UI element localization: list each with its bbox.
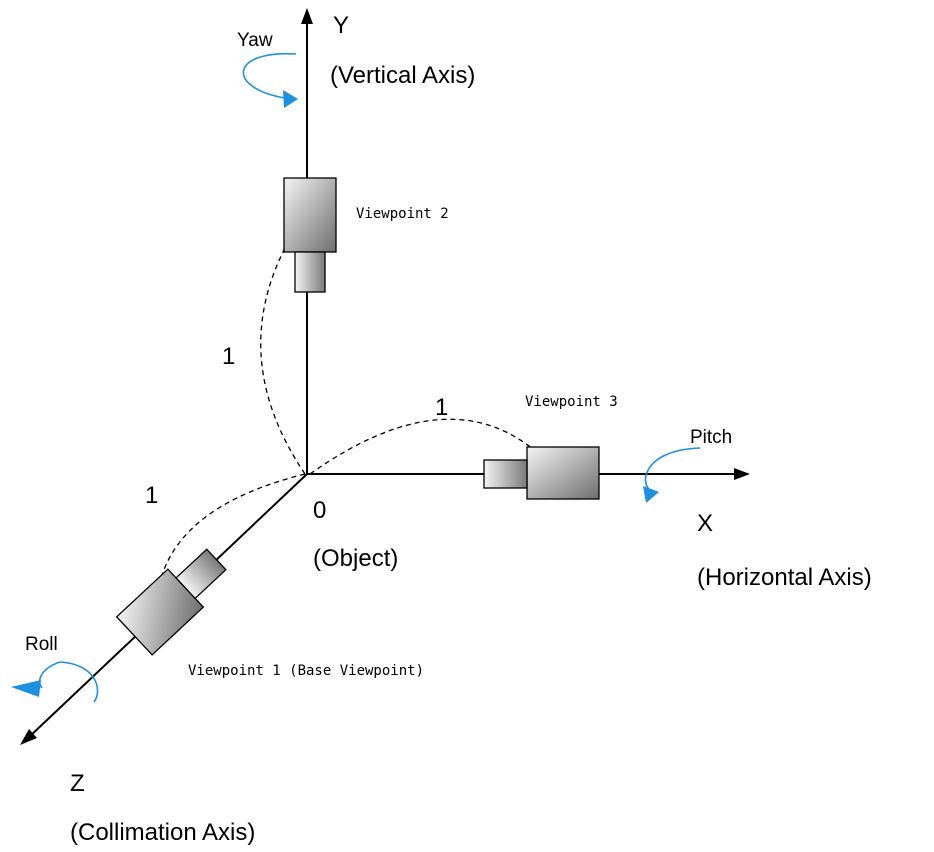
x-axis-letter: X: [697, 510, 713, 537]
pitch-rotation-arrow: [643, 447, 701, 503]
z-axis-name: (Collimation Axis): [70, 819, 255, 846]
z-axis-letter: Z: [70, 770, 85, 797]
viewpoint-3-label: Viewpoint 3: [525, 394, 618, 410]
distance-label-x: 1: [435, 394, 448, 421]
y-axis-letter: Y: [333, 12, 349, 39]
yaw-rotation-arrow: [242, 52, 298, 108]
x-axis-name: (Horizontal Axis): [697, 564, 872, 591]
viewpoint-2-label: Viewpoint 2: [356, 206, 449, 222]
yaw-label: Yaw: [237, 30, 273, 51]
roll-rotation-arrow: [11, 661, 99, 703]
arc-origin-to-viewpoint-1: [159, 473, 306, 583]
pitch-label: Pitch: [690, 427, 732, 448]
viewpoint-1-label: Viewpoint 1 (Base Viewpoint): [188, 663, 424, 679]
distance-label-y: 1: [222, 343, 235, 370]
distance-label-z: 1: [145, 482, 158, 509]
roll-label: Roll: [25, 634, 58, 655]
origin-label: 0: [313, 497, 326, 524]
y-axis-name: (Vertical Axis): [330, 62, 475, 89]
origin-name: (Object): [313, 545, 398, 572]
viewpoint-2-camera: [283, 177, 337, 293]
viewpoint-1-camera: [115, 548, 227, 656]
arc-origin-to-viewpoint-2: [260, 247, 306, 475]
viewpoint-3-camera: [483, 446, 600, 500]
